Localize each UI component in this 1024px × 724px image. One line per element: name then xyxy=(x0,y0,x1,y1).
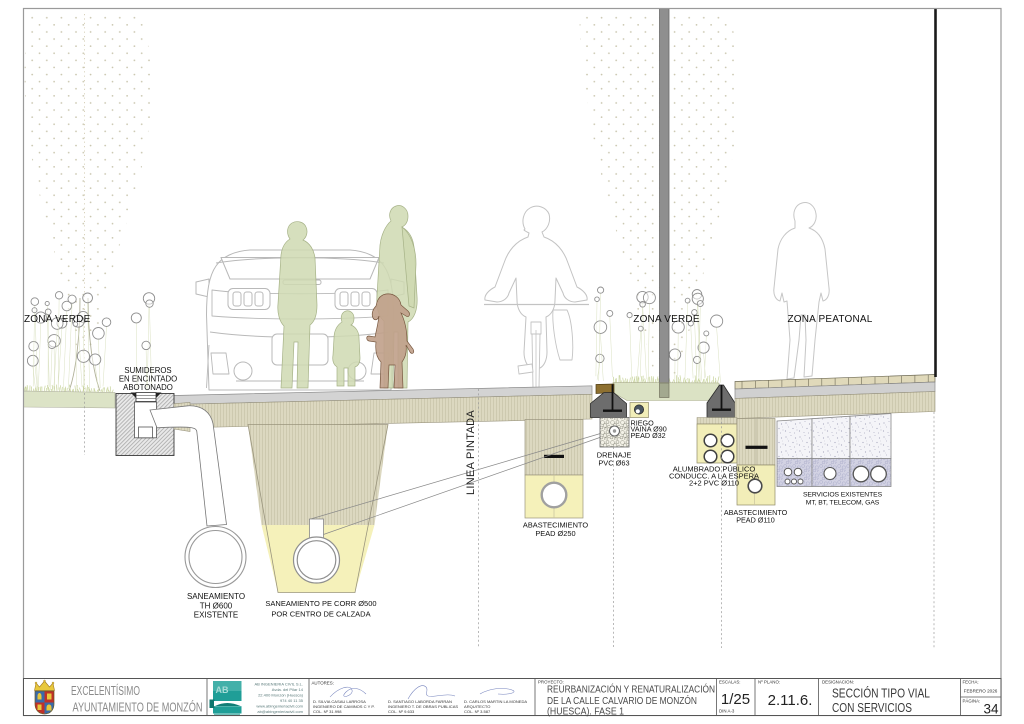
svg-text:ALUMBRADO PÚBLICO: ALUMBRADO PÚBLICO xyxy=(673,465,756,474)
svg-text:PVC Ø63: PVC Ø63 xyxy=(598,459,629,468)
svg-text:1/25: 1/25 xyxy=(721,691,750,708)
svg-text:974 40 11 35: 974 40 11 35 xyxy=(280,698,304,703)
svg-text:ABASTECIMIENTO: ABASTECIMIENTO xyxy=(724,508,788,517)
svg-text:POR CENTRO DE CALZADA: POR CENTRO DE CALZADA xyxy=(271,610,370,619)
svg-text:AUTORES:: AUTORES: xyxy=(312,681,334,686)
svg-text:FEBRERO 2026: FEBRERO 2026 xyxy=(964,689,998,694)
svg-text:ZONA VERDE: ZONA VERDE xyxy=(24,314,91,325)
svg-text:SANEAMIENTO PE CORR Ø500: SANEAMIENTO PE CORR Ø500 xyxy=(265,599,376,608)
svg-text:EN ENCINTADO: EN ENCINTADO xyxy=(119,375,177,384)
svg-text:ab@abingenieriacivil.com: ab@abingenieriacivil.com xyxy=(257,709,303,714)
svg-text:www.abingenieriacivil.com: www.abingenieriacivil.com xyxy=(256,704,303,709)
svg-text:PÁGINA:: PÁGINA: xyxy=(963,699,981,704)
svg-text:TH Ø600: TH Ø600 xyxy=(200,602,233,611)
svg-text:PEAD Ø32: PEAD Ø32 xyxy=(631,431,666,440)
svg-text:REURBANIZACIÓN Y RENATURALIZAC: REURBANIZACIÓN Y RENATURALIZACIÓN xyxy=(547,683,715,696)
svg-text:ARQUITECTO: ARQUITECTO xyxy=(464,704,490,709)
svg-text:ESCALAS:: ESCALAS: xyxy=(719,680,740,685)
svg-text:FECHA:: FECHA: xyxy=(963,680,979,685)
svg-text:D. SILVIA CASAU LARROSA: D. SILVIA CASAU LARROSA xyxy=(313,699,366,704)
svg-text:DRENAJE: DRENAJE xyxy=(597,451,632,460)
svg-text:SECCIÓN TIPO VIAL: SECCIÓN TIPO VIAL xyxy=(832,686,930,701)
svg-text:VAINA Ø90: VAINA Ø90 xyxy=(631,425,667,434)
svg-text:AYUNTAMIENTO DE MONZÓN: AYUNTAMIENTO DE MONZÓN xyxy=(73,700,203,715)
svg-text:CON SERVICIOS: CON SERVICIOS xyxy=(832,700,912,715)
svg-text:SUMIDEROS: SUMIDEROS xyxy=(124,366,171,375)
svg-text:MT, BT, TELECOM, GAS: MT, BT, TELECOM, GAS xyxy=(806,500,880,507)
svg-text:AB: AB xyxy=(216,685,229,695)
svg-text:ZONA PEATONAL: ZONA PEATONAL xyxy=(787,314,872,325)
svg-text:COL. Nº 9.633: COL. Nº 9.633 xyxy=(388,709,415,714)
svg-text:Avda. del Pilar 14: Avda. del Pilar 14 xyxy=(272,687,304,692)
svg-text:COL. Nº 31.998: COL. Nº 31.998 xyxy=(313,709,342,714)
svg-text:Nº PLANO:: Nº PLANO: xyxy=(758,680,780,685)
svg-text:INGENIERO T. DE OBRAS PUBLICAS: INGENIERO T. DE OBRAS PUBLICAS xyxy=(388,704,458,709)
svg-text:PEAD Ø110: PEAD Ø110 xyxy=(736,516,775,525)
svg-text:2+2 PVC Ø110: 2+2 PVC Ø110 xyxy=(689,479,739,488)
svg-text:AB INGENIERIA CIVIL S.L.: AB INGENIERIA CIVIL S.L. xyxy=(254,682,303,687)
svg-text:EXCELENTÍSIMO: EXCELENTÍSIMO xyxy=(71,683,140,698)
svg-text:INGENIERO DE CAMINOS C Y P.: INGENIERO DE CAMINOS C Y P. xyxy=(313,704,375,709)
svg-text:LINEA PINTADA: LINEA PINTADA xyxy=(465,410,477,495)
svg-text:DIN A-3: DIN A-3 xyxy=(719,709,735,714)
svg-text:COL. Nº 3.587: COL. Nº 3.587 xyxy=(464,709,491,714)
svg-text:DESIGNACION:: DESIGNACION: xyxy=(822,680,854,685)
svg-text:ABOTONADO: ABOTONADO xyxy=(123,383,173,392)
svg-text:PROYECTO:: PROYECTO: xyxy=(538,680,564,685)
svg-text:SANEAMIENTO: SANEAMIENTO xyxy=(187,592,245,601)
svg-text:EXISTENTE: EXISTENTE xyxy=(194,611,238,620)
svg-text:RIEGO: RIEGO xyxy=(631,418,655,427)
svg-text:34: 34 xyxy=(983,702,999,717)
svg-text:PEAD Ø250: PEAD Ø250 xyxy=(535,529,575,538)
svg-text:D. CARLOS MARTIN LA MONEDA: D. CARLOS MARTIN LA MONEDA xyxy=(464,699,527,704)
svg-text:ZONA VERDE: ZONA VERDE xyxy=(633,314,700,325)
svg-text:D. SANTIAGO LABORDA FARRAN: D. SANTIAGO LABORDA FARRAN xyxy=(388,699,452,704)
svg-text:22.400 Monzón (Huesca): 22.400 Monzón (Huesca) xyxy=(258,693,304,698)
svg-text:SERVICIOS EXISTENTES: SERVICIOS EXISTENTES xyxy=(803,492,883,499)
svg-text:DE LA CALLE CALVARIO DE MONZÓN: DE LA CALLE CALVARIO DE MONZÓN xyxy=(547,694,697,707)
svg-text:CONDUCC. A LA ESPERA: CONDUCC. A LA ESPERA xyxy=(669,472,759,481)
svg-text:(HUESCA). FASE 1: (HUESCA). FASE 1 xyxy=(547,707,624,718)
svg-text:2.11.6.: 2.11.6. xyxy=(768,692,813,709)
svg-text:ABASTECIMIENTO: ABASTECIMIENTO xyxy=(523,521,588,530)
